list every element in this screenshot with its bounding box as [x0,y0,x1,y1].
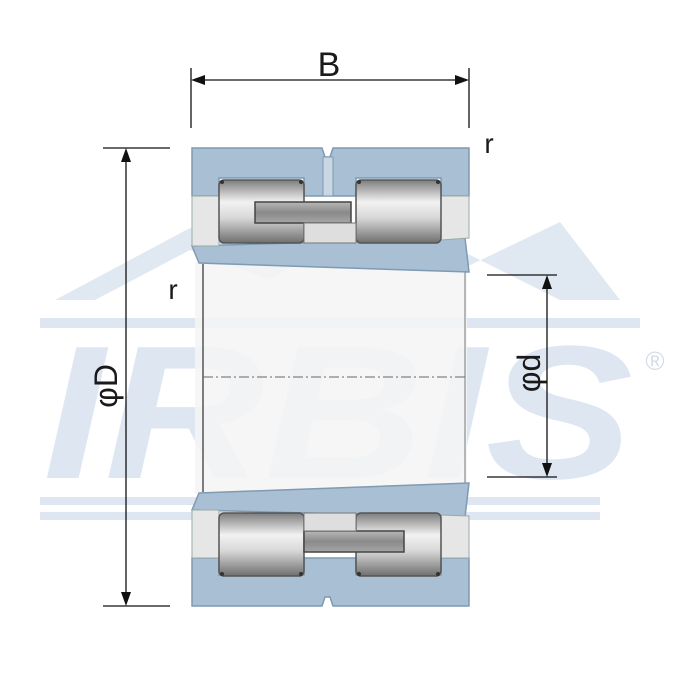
width-arrow-right [455,75,469,85]
bore-face [195,262,467,494]
cage-bottom-bridge [303,512,357,532]
roller-top-right [355,179,442,244]
chamfer-label-top: r [484,128,493,159]
bore-diameter-label: φd [511,354,547,393]
chamfer-label-left: r [168,274,177,305]
cage-top [254,201,352,224]
outer-arrow-bottom [121,592,131,606]
width-arrow-left [191,75,205,85]
bearing-section [190,147,470,607]
outer-arrow-top [121,148,131,162]
watermark-registered-mark: ® [645,346,664,376]
dimension-width [190,68,470,128]
bore-arrow-bottom [542,463,552,477]
outer-diameter-label: φD [88,364,124,408]
dimension-bore-diameter [487,274,557,478]
dimension-outer-diameter [103,147,170,607]
outer-ring-top-groove [322,156,334,197]
bore-arrow-top [542,275,552,289]
cage-top-bridge [303,222,357,244]
roller-end-dots [220,180,440,576]
width-label: B [318,46,341,84]
roller-bottom-left [218,512,305,577]
cage-bottom [303,530,405,553]
